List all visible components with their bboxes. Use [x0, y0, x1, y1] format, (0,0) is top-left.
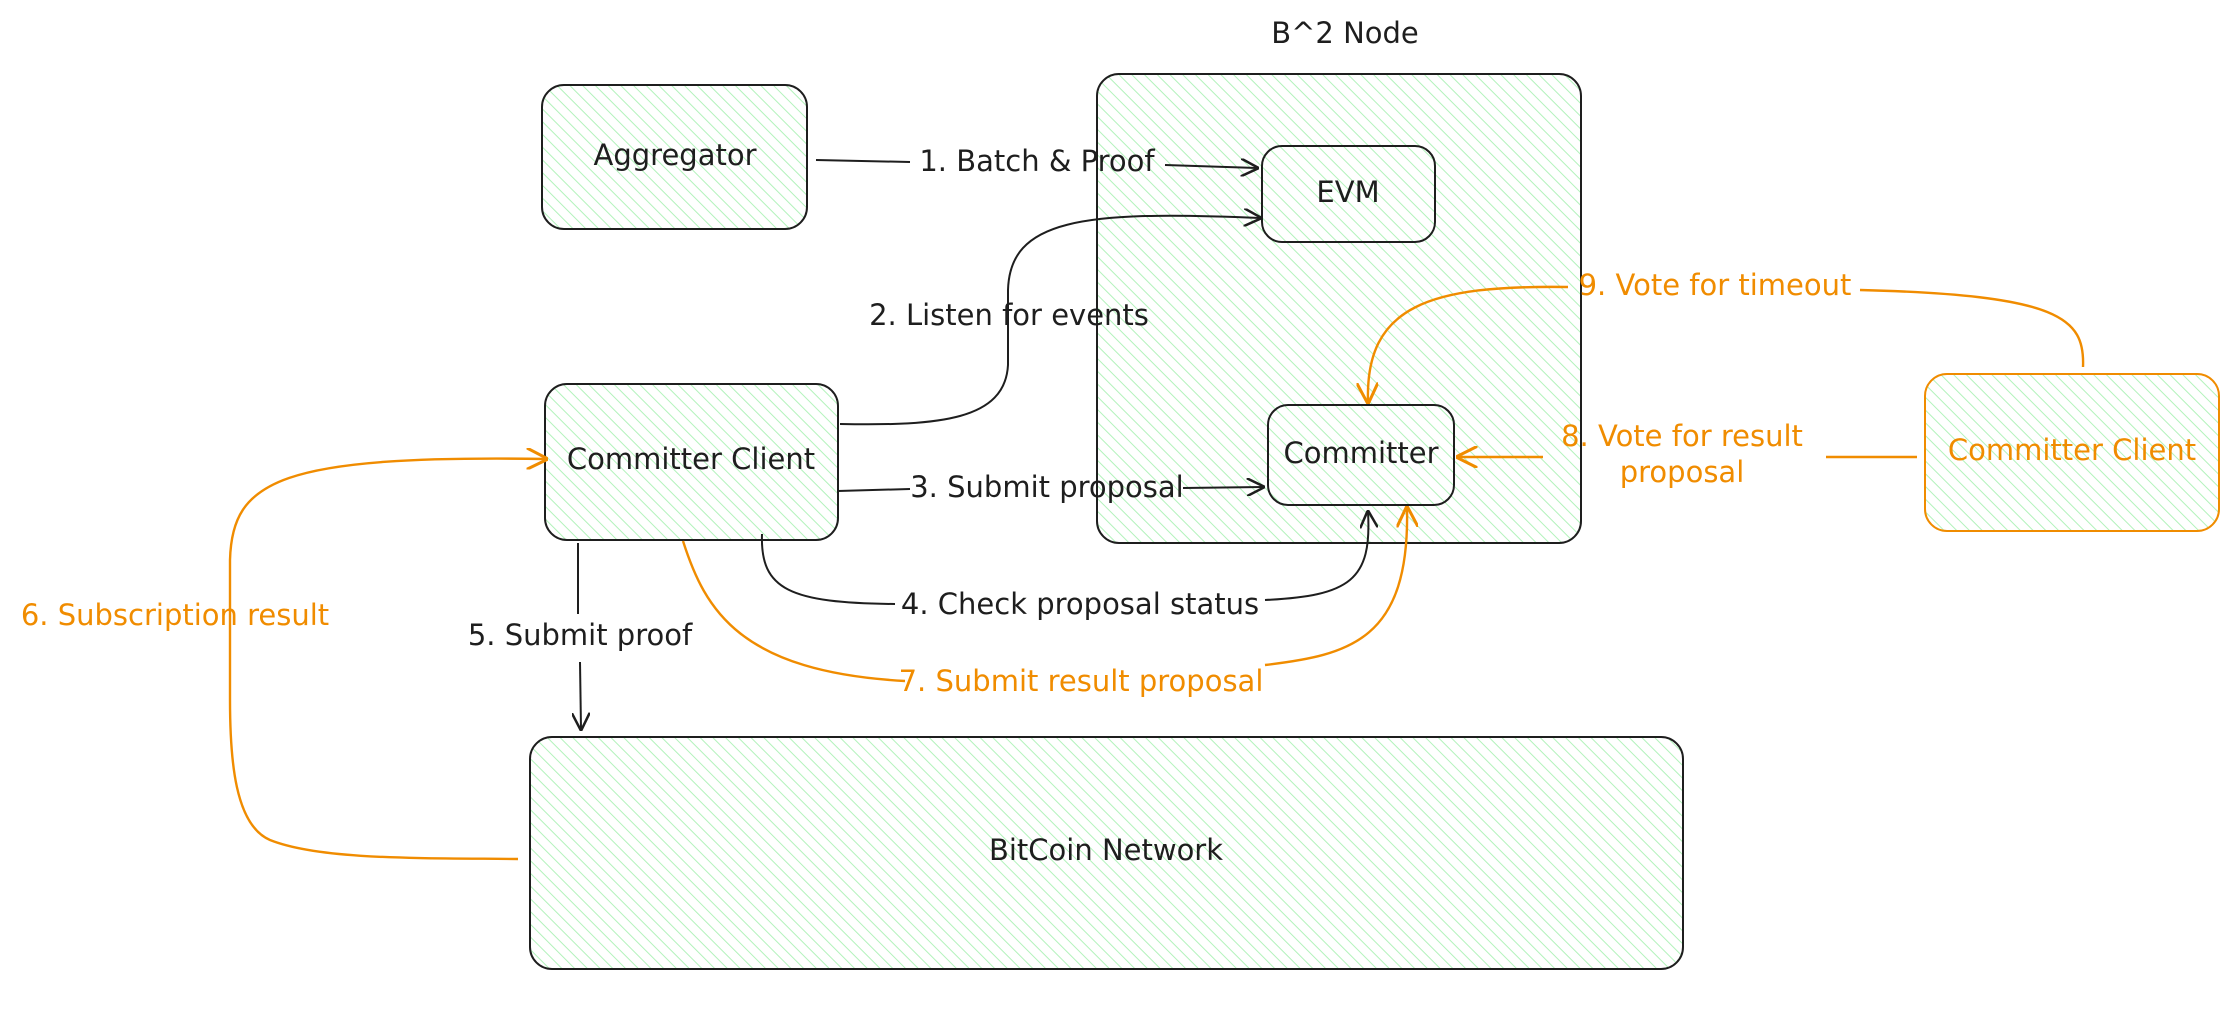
edge-submit-result-proposal: 7. Submit result proposal: [681, 508, 1407, 698]
edge-label-vote-result-line1: 8. Vote for result: [1561, 419, 1803, 453]
edge-vote-timeout: 9. Vote for timeout: [1368, 268, 2085, 402]
edge-batch-proof: 1. Batch & Proof: [815, 144, 1257, 178]
committer-client-remote-node[interactable]: Committer Client: [1924, 373, 2220, 532]
edge-submit-proof: 5. Submit proof: [468, 543, 693, 729]
evm-label: EVM: [1316, 175, 1379, 209]
edge-label-listen-events: 2. Listen for events: [869, 298, 1149, 332]
edge-vote-result: 8. Vote for result proposal: [1458, 419, 1917, 489]
aggregator-label: Aggregator: [594, 138, 757, 172]
edge-subscription-result: 6. Subscription result: [21, 459, 546, 861]
edge-label-submit-proof: 5. Submit proof: [468, 618, 693, 652]
committer-client-node[interactable]: Committer Client: [544, 383, 839, 541]
edge-label-vote-result-line2: proposal: [1620, 455, 1745, 489]
bitcoin-network-label: BitCoin Network: [989, 833, 1223, 867]
edge-check-status: 4. Check proposal status: [760, 512, 1369, 621]
edge-label-submit-proposal: 3. Submit proposal: [910, 470, 1184, 504]
evm-node[interactable]: EVM: [1261, 145, 1436, 243]
committer-node[interactable]: Committer: [1267, 404, 1455, 506]
edge-label-submit-result-proposal: 7. Submit result proposal: [899, 664, 1264, 698]
edge-label-subscription-result: 6. Subscription result: [21, 598, 329, 632]
edge-listen-events: 2. Listen for events: [839, 216, 1260, 426]
committer-client-remote-label: Committer Client: [1948, 433, 2196, 467]
aggregator-node[interactable]: Aggregator: [541, 84, 808, 230]
committer-label: Committer: [1283, 436, 1438, 470]
b2-node-title: B^2 Node: [1271, 16, 1419, 50]
b2-node-container[interactable]: [1096, 73, 1582, 544]
committer-client-label: Committer Client: [567, 442, 815, 476]
bitcoin-network-node[interactable]: BitCoin Network: [529, 736, 1684, 970]
edge-submit-proposal: 3. Submit proposal: [837, 470, 1263, 504]
edge-label-check-status: 4. Check proposal status: [901, 587, 1259, 621]
edge-label-vote-timeout: 9. Vote for timeout: [1579, 268, 1852, 302]
edge-label-batch-proof: 1. Batch & Proof: [919, 144, 1155, 178]
